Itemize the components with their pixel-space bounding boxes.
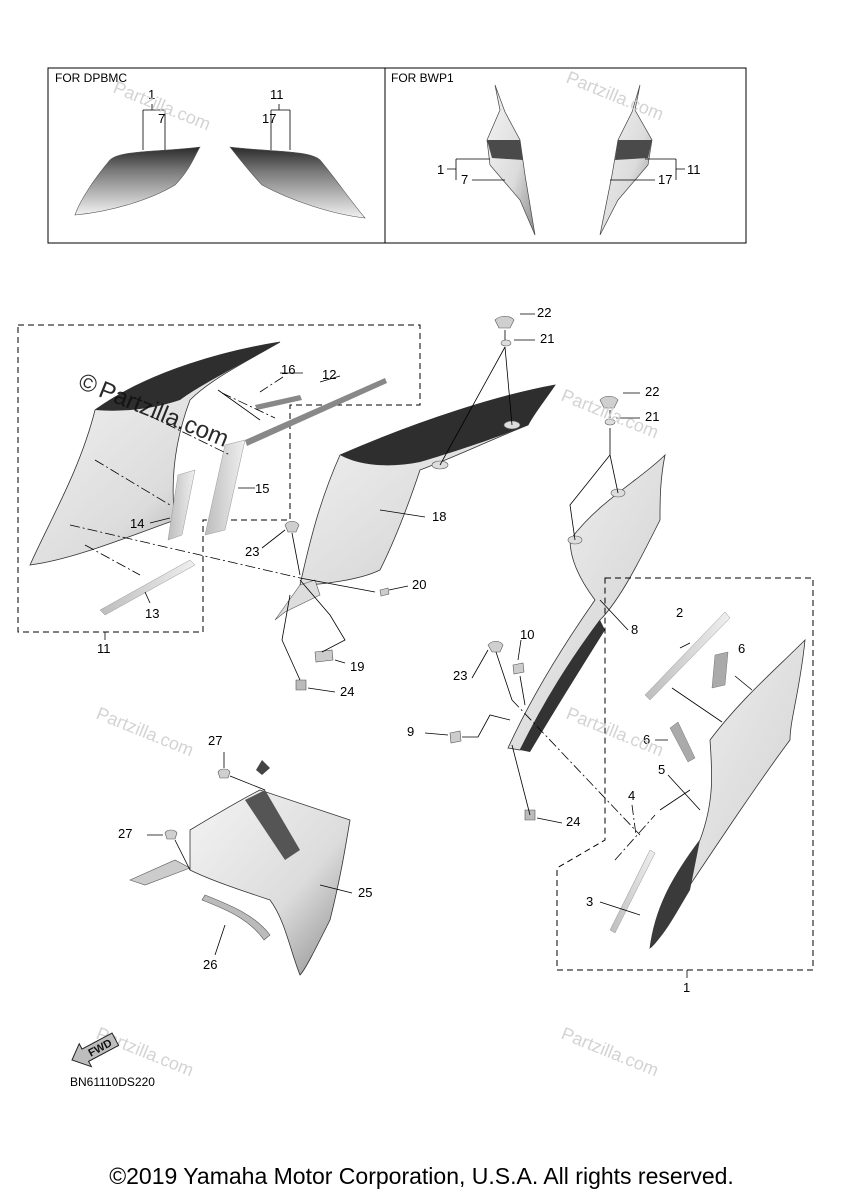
callout-3: 3 — [586, 894, 593, 909]
panel-8-hardware: 22 21 8 10 23 9 24 — [407, 384, 659, 836]
watermark-b: Partzilla.com — [564, 67, 667, 124]
callout-12: 12 — [322, 367, 336, 382]
callout-11-inset-b: 11 — [687, 162, 701, 177]
inset-title-dpbmc: FOR DPBMC — [55, 71, 127, 85]
panel-18-hardware: 22 21 18 23 20 19 24 — [245, 305, 554, 699]
inner-panel-8 — [507, 453, 666, 752]
callout-7-inset-a: 7 — [158, 111, 165, 126]
callout-25: 25 — [358, 885, 372, 900]
inset-dpbmc-right-panel — [229, 146, 366, 219]
callout-1-inset-b: 1 — [437, 162, 444, 177]
nut-10 — [512, 662, 525, 675]
callout-6-b: 6 — [643, 732, 650, 747]
inset-bwp1-right-panel — [599, 84, 653, 236]
callout-15: 15 — [255, 481, 269, 496]
bolt-23-b — [487, 640, 504, 653]
callout-24-a: 24 — [340, 684, 354, 699]
inset-dpbmc-left-panel — [74, 146, 201, 216]
assembly-11-group: 11 16 12 15 14 13 — [17, 324, 421, 656]
callout-17-inset-a: 17 — [262, 111, 276, 126]
inset-title-bwp1: FOR BWP1 — [391, 71, 454, 85]
callout-4: 4 — [628, 788, 635, 803]
bolt-22-b — [599, 395, 619, 409]
callout-21-a: 21 — [540, 331, 554, 346]
fwd-arrow-icon: FWD — [71, 1032, 120, 1068]
copyright-notice: ©2019 Yamaha Motor Corporation, U.S.A. A… — [109, 1163, 734, 1189]
diagram-code: BN61110DS220 — [70, 1075, 155, 1089]
part-14 — [167, 469, 196, 541]
callout-22-b: 22 — [645, 384, 659, 399]
part-6-b — [669, 721, 696, 763]
watermark-e: Partzilla.com — [564, 703, 667, 760]
nut-9 — [449, 730, 462, 744]
variant-inset-box: FOR DPBMC FOR BWP1 1 7 11 17 1 7 11 17 — [47, 67, 747, 244]
clip-20 — [379, 587, 390, 597]
svg-text:Partzilla.com: Partzilla.com — [559, 1023, 662, 1080]
watermark-g: Partzilla.com — [559, 1023, 662, 1080]
washer-21-b — [604, 418, 616, 426]
callout-20: 20 — [412, 577, 426, 592]
lower-cover-hardware: 27 27 25 26 — [118, 733, 372, 972]
callout-24-b: 24 — [566, 814, 580, 829]
fwd-label: FWD — [86, 1037, 114, 1059]
callout-1: 1 — [683, 980, 690, 995]
part-12 — [245, 378, 387, 446]
watermark-f: Partzilla.com — [94, 1023, 197, 1080]
lower-cover-25 — [129, 760, 351, 976]
assembly-1-group: 1 2 6 6 5 4 3 — [556, 577, 814, 995]
callout-26: 26 — [203, 957, 217, 972]
callout-8: 8 — [631, 622, 638, 637]
callout-17-inset-b: 17 — [658, 172, 672, 187]
callout-23-a: 23 — [245, 544, 259, 559]
side-cover-right — [649, 638, 806, 949]
part-15 — [204, 439, 246, 536]
part-2 — [644, 611, 731, 701]
callout-5: 5 — [658, 762, 665, 777]
callout-1-inset-a: 1 — [148, 87, 155, 102]
svg-text:Partzilla.com: Partzilla.com — [94, 703, 197, 760]
nut-19 — [314, 649, 334, 663]
callout-13: 13 — [145, 606, 159, 621]
callout-19: 19 — [350, 659, 364, 674]
part-13 — [99, 559, 196, 616]
callout-18: 18 — [432, 509, 446, 524]
callout-10: 10 — [520, 627, 534, 642]
washer-21-a — [500, 339, 512, 347]
callout-14: 14 — [130, 516, 144, 531]
svg-text:Partzilla.com: Partzilla.com — [564, 703, 667, 760]
callout-6-a: 6 — [738, 641, 745, 656]
side-cover-left — [29, 341, 281, 566]
callout-11: 11 — [97, 641, 111, 656]
svg-text:Partzilla.com: Partzilla.com — [564, 67, 667, 124]
svg-text:Partzilla.com: Partzilla.com — [94, 1023, 197, 1080]
bolt-22-a — [494, 315, 515, 329]
callout-9: 9 — [407, 724, 414, 739]
nut-24-a — [295, 679, 307, 691]
part-16 — [255, 395, 302, 410]
callout-22-a: 22 — [537, 305, 551, 320]
callout-11-inset-a: 11 — [270, 87, 284, 102]
callout-2: 2 — [676, 605, 683, 620]
part-3 — [609, 849, 656, 934]
callout-16: 16 — [281, 362, 295, 377]
bolt-23-a — [284, 520, 300, 533]
inset-bwp1-left-panel — [486, 84, 536, 236]
callout-23-b: 23 — [453, 668, 467, 683]
callout-27-a: 27 — [208, 733, 222, 748]
screw-27-b — [164, 829, 178, 840]
callout-7-inset-b: 7 — [461, 172, 468, 187]
watermark-d: Partzilla.com — [94, 703, 197, 760]
part-6-a — [711, 651, 729, 689]
callout-21-b: 21 — [645, 409, 659, 424]
screw-27-a — [217, 768, 231, 779]
callout-27-b: 27 — [118, 826, 132, 841]
part-26 — [201, 894, 271, 941]
